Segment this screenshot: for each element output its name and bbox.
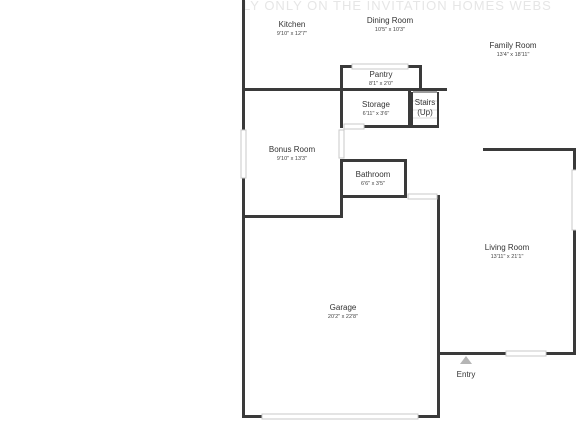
- room-stairs-direction: (Up): [417, 108, 433, 117]
- stair-lines: [413, 91, 437, 119]
- room-stairs: Stairs (Up): [415, 98, 435, 117]
- wall-bathroom-top: [340, 159, 407, 162]
- wall-bathroom-right: [404, 159, 407, 198]
- door-storage: [343, 123, 365, 130]
- window-right-edge: [571, 169, 576, 231]
- wall-kitchen-bottom: [242, 88, 447, 91]
- room-garage: Garage 20'2" x 22'8": [328, 303, 358, 320]
- room-storage-name: Storage: [362, 100, 391, 109]
- wall-outer-left: [242, 0, 245, 418]
- wall-pantry-left: [340, 65, 343, 90]
- room-dining-room-name: Dining Room: [367, 16, 414, 25]
- room-stairs-name: Stairs: [415, 98, 435, 107]
- wall-pantry-right: [419, 65, 422, 90]
- wall-stairs-bottom: [411, 125, 439, 128]
- room-pantry-dims: 8'1" x 2'0": [369, 81, 393, 87]
- wall-stairs-left: [411, 92, 413, 128]
- room-living-room-name: Living Room: [485, 243, 530, 252]
- room-dining-room-dims: 10'5" x 10'3": [375, 27, 405, 33]
- room-pantry: Pantry 8'1" x 2'0": [369, 70, 393, 87]
- wall-bathroom-bottom: [343, 195, 407, 198]
- room-family-room-dims: 13'4" x 18'11": [497, 52, 530, 58]
- wall-outer-right: [573, 150, 576, 355]
- room-living-room: Living Room 13'11" x 21'1": [485, 243, 530, 260]
- entry-label: Entry: [457, 370, 476, 379]
- door-garage-interior: [407, 193, 438, 200]
- window-bonus-left: [240, 129, 247, 179]
- entry-arrow-icon: [460, 356, 472, 364]
- room-living-room-dims: 13'11" x 21'1": [491, 254, 524, 260]
- room-bathroom-dims: 6'6" x 3'5": [361, 181, 385, 187]
- window-living-bottom: [505, 350, 547, 357]
- room-kitchen: Kitchen 9'10" x 12'7": [277, 20, 307, 37]
- wall-stairs-right: [437, 92, 439, 128]
- room-garage-name: Garage: [330, 303, 357, 312]
- windows: [240, 63, 576, 420]
- room-kitchen-name: Kitchen: [279, 20, 306, 29]
- room-family-room: Family Room 13'4" x 18'11": [489, 41, 536, 58]
- room-family-room-name: Family Room: [489, 41, 536, 50]
- room-bonus-room-name: Bonus Room: [269, 145, 316, 154]
- room-storage: Storage 6'11" x 3'6": [362, 100, 391, 117]
- room-pantry-name: Pantry: [369, 70, 392, 79]
- room-dining-room: Dining Room 10'5" x 10'3": [367, 16, 414, 33]
- door-bonus-right: [338, 129, 345, 159]
- entry-marker: Entry: [457, 356, 476, 379]
- wall-storage-right: [408, 88, 411, 128]
- room-bathroom-name: Bathroom: [356, 170, 391, 179]
- wall-bonus-bottom: [242, 215, 343, 218]
- room-garage-dims: 20'2" x 22'8": [328, 314, 358, 320]
- wall-bathroom-left: [340, 159, 343, 218]
- window-garage-door: [261, 413, 419, 420]
- wall-storage-left: [340, 88, 343, 128]
- window-pantry: [351, 63, 409, 70]
- room-bonus-room: Bonus Room 9'10" x 13'3": [269, 145, 316, 162]
- room-kitchen-dims: 9'10" x 12'7": [277, 31, 307, 37]
- watermark-text: LY ONLY ON THE INVITATION HOMES WEBS: [243, 0, 552, 13]
- wall-family-living: [483, 148, 576, 151]
- wall-storage-bottom: [364, 125, 411, 128]
- room-storage-dims: 6'11" x 3'6": [363, 111, 390, 117]
- room-bathroom: Bathroom 6'6" x 3'5": [356, 170, 391, 187]
- room-bonus-room-dims: 9'10" x 13'3": [277, 156, 307, 162]
- wall-garage-right: [437, 195, 440, 418]
